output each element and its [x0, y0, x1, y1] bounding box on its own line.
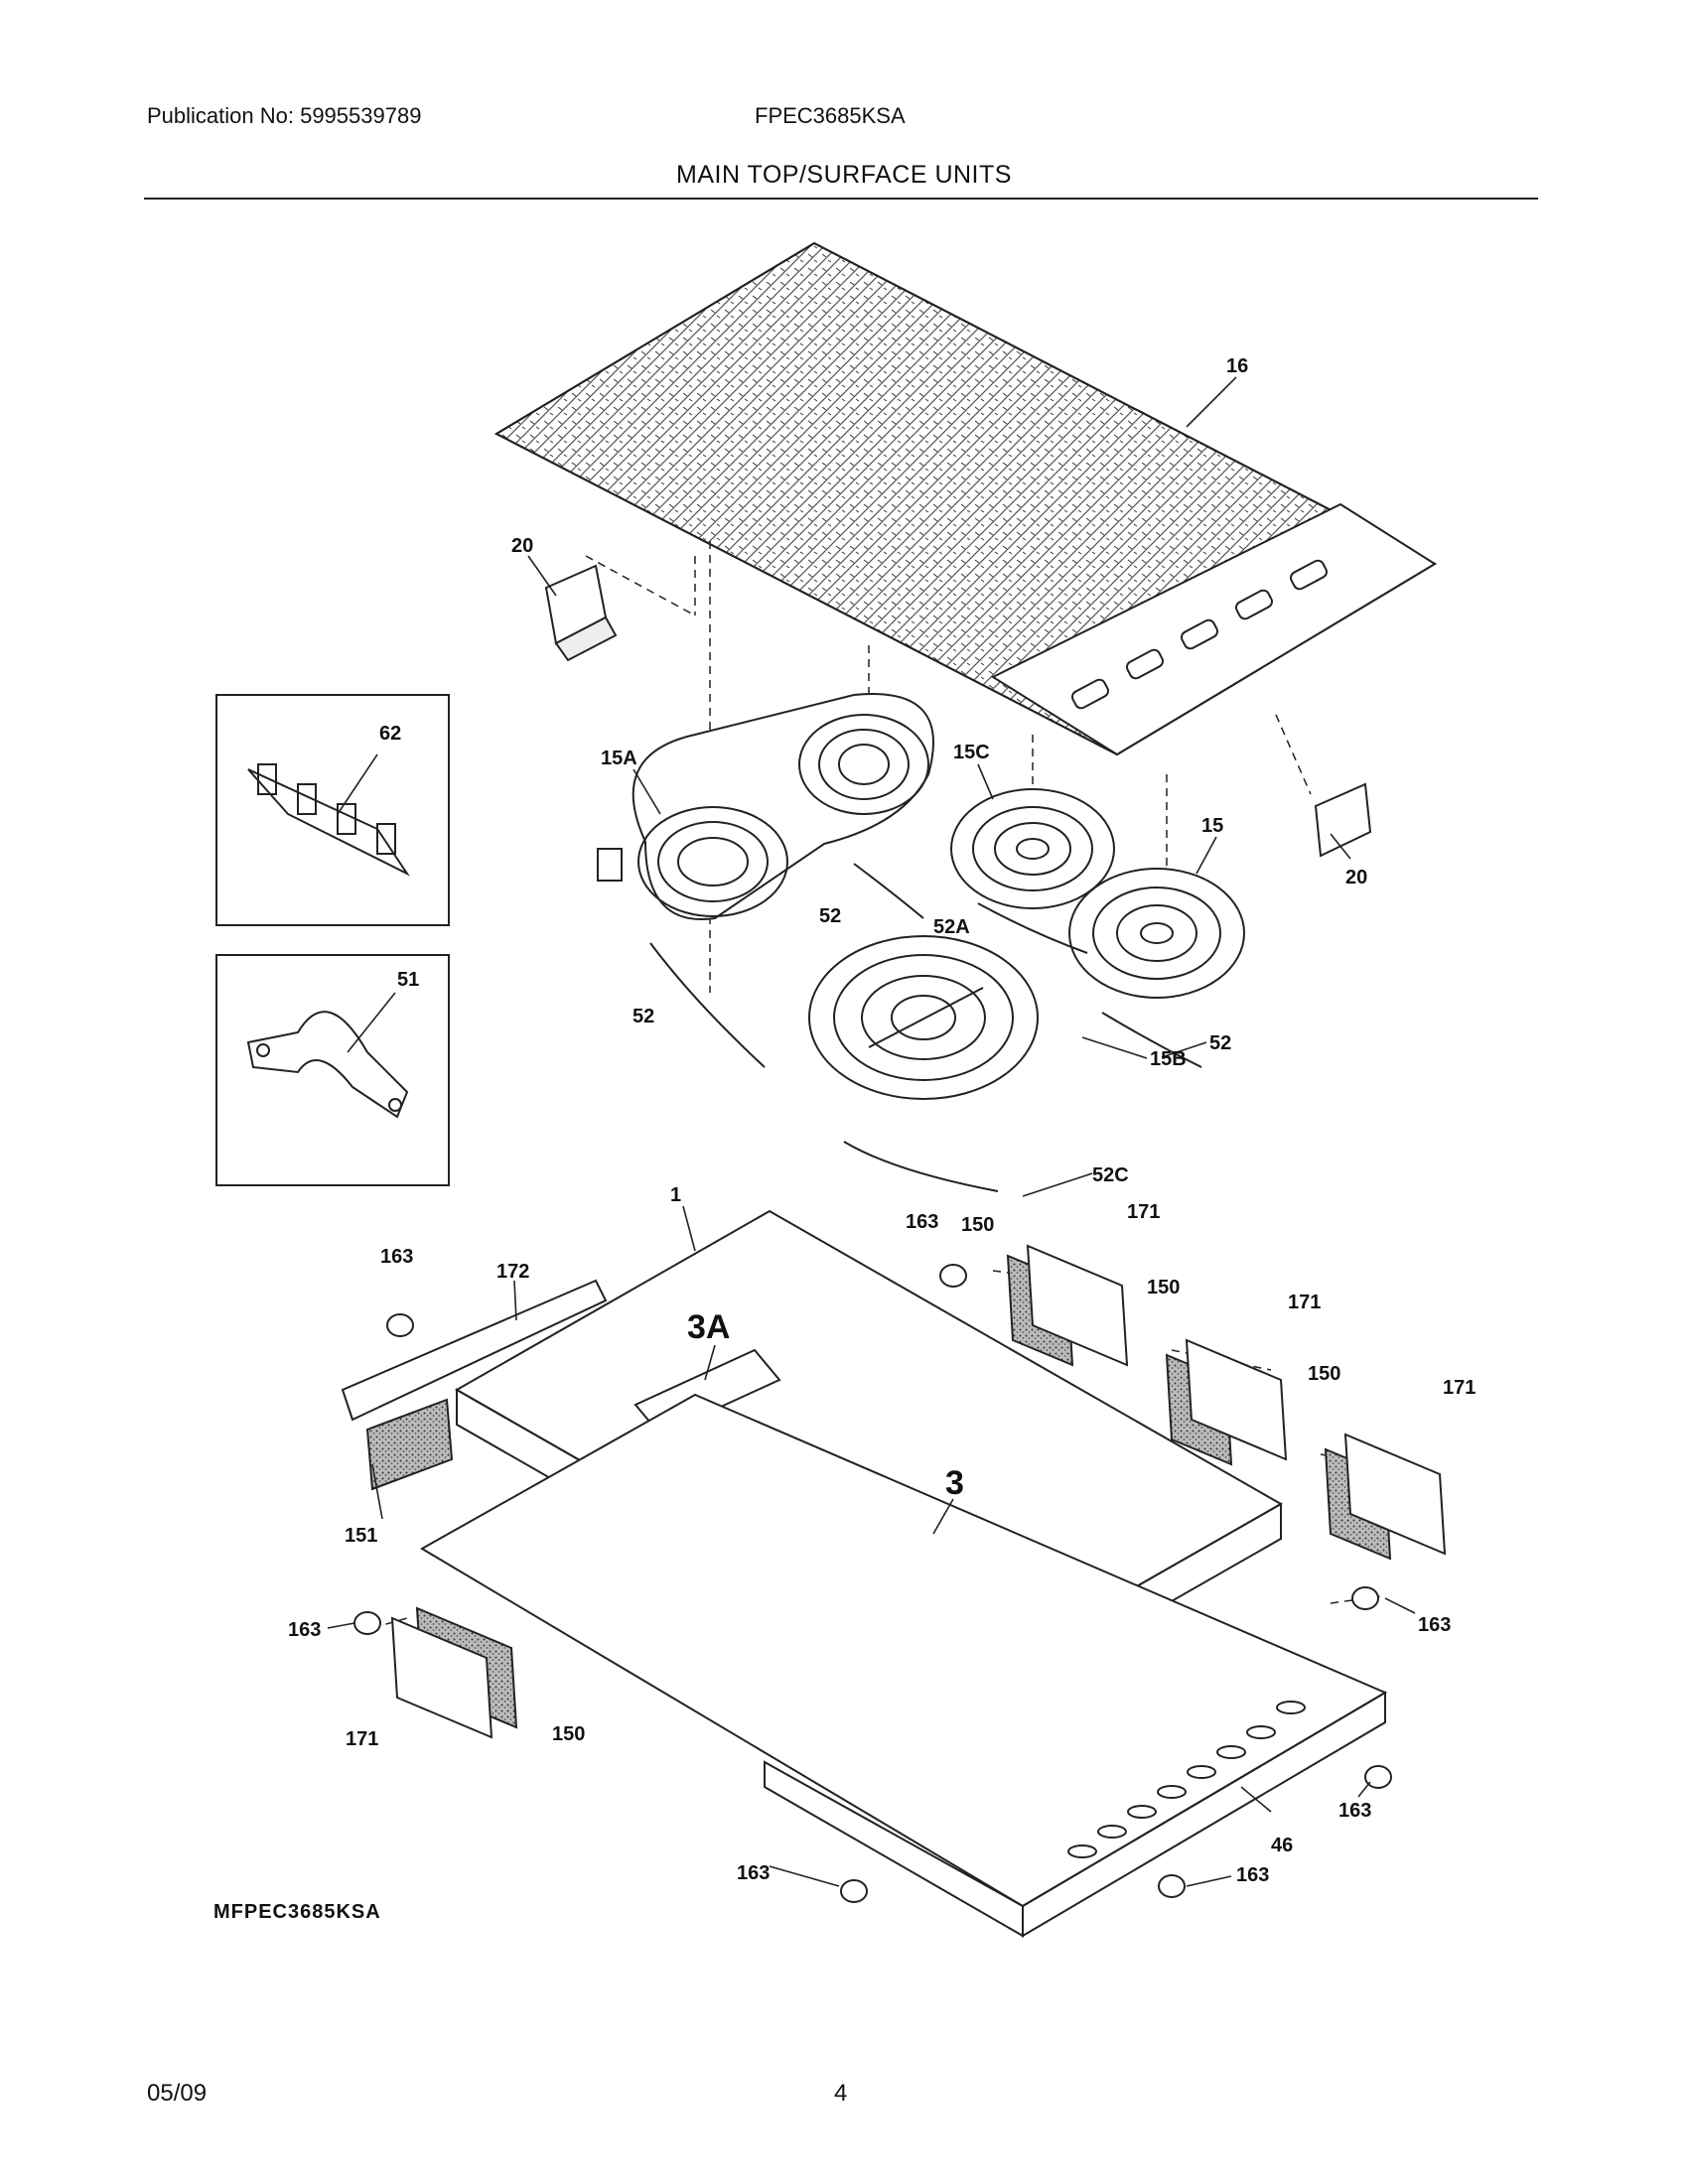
bottom-tray-part-46 — [420, 1393, 1388, 1938]
callout-163-d: 163 — [1418, 1614, 1451, 1636]
callout-51: 51 — [397, 969, 419, 991]
callout-171-c: 171 — [1443, 1377, 1476, 1399]
surface-element-part-15C — [950, 788, 1115, 909]
bracket-part-20-left — [544, 564, 618, 662]
callout-171-b: 171 — [1288, 1292, 1321, 1313]
strap-part-52C — [843, 1141, 999, 1192]
bracket-part-20-right — [1314, 782, 1372, 858]
model-number: FPEC3685KSA — [755, 103, 906, 128]
footer-date: 05/09 — [147, 2080, 208, 2107]
insulation-part-151 — [365, 1398, 454, 1491]
callout-62: 62 — [379, 723, 401, 745]
clamp-part-51 — [246, 1011, 409, 1119]
callout-52C: 52C — [1092, 1164, 1129, 1186]
callout-20-right: 20 — [1345, 867, 1367, 888]
cover-part-171-4 — [390, 1616, 493, 1739]
callout-leader-lines — [327, 376, 1416, 1887]
callout-151: 151 — [345, 1525, 377, 1547]
callout-46: 46 — [1271, 1835, 1293, 1856]
foot-part-163 — [353, 1264, 1392, 1903]
callout-3A: 3A — [687, 1308, 730, 1346]
callout-52-left: 52 — [633, 1006, 654, 1027]
cover-part-171-2 — [1185, 1338, 1288, 1461]
callout-3: 3 — [945, 1464, 964, 1502]
callout-52A: 52A — [933, 916, 970, 938]
strap-part-52-left — [649, 942, 766, 1068]
inset-box-terminal-block — [215, 694, 450, 926]
callout-15: 15 — [1201, 815, 1223, 837]
callout-1: 1 — [670, 1184, 681, 1206]
cover-part-171-1 — [1026, 1244, 1129, 1367]
callout-150-c: 150 — [1308, 1363, 1340, 1385]
callout-16: 16 — [1226, 355, 1248, 377]
publication-number: Publication No: 5995539789 — [147, 103, 422, 128]
section-title: MAIN TOP/SURFACE UNITS — [676, 161, 1012, 189]
callout-52-upper: 52 — [819, 905, 841, 927]
callout-150-a: 150 — [961, 1214, 994, 1236]
callout-163-c: 163 — [288, 1619, 321, 1641]
callout-163-a: 163 — [380, 1246, 413, 1268]
callout-20-left: 20 — [511, 535, 533, 557]
strap-part-52A — [977, 902, 1088, 954]
callout-15B: 15B — [1150, 1048, 1187, 1070]
inset-box-clamp — [215, 954, 450, 1186]
callout-150-d: 150 — [552, 1723, 585, 1745]
callout-15C: 15C — [953, 742, 990, 763]
callout-172: 172 — [496, 1261, 529, 1283]
drawing-identifier: MFPEC3685KSA — [213, 1901, 381, 1923]
callout-163-b: 163 — [906, 1211, 938, 1233]
surface-element-part-15B — [808, 935, 1039, 1100]
callout-52-right: 52 — [1209, 1032, 1231, 1054]
callout-163-f: 163 — [737, 1862, 770, 1884]
strap-part-52-right — [1101, 1012, 1202, 1068]
callout-150-b: 150 — [1147, 1277, 1180, 1298]
callout-163-e: 163 — [1338, 1800, 1371, 1822]
surface-element-part-15A — [597, 693, 934, 920]
strap-part-52-upper — [853, 863, 924, 919]
callout-15A: 15A — [601, 748, 637, 769]
callout-163-g: 163 — [1236, 1864, 1269, 1886]
callout-171-a: 171 — [1127, 1201, 1160, 1223]
terminal-block-part-62 — [247, 763, 410, 877]
header-rule — [144, 198, 1538, 200]
page-number: 4 — [834, 2080, 848, 2107]
glass-cooktop-part-16 — [493, 241, 1438, 756]
side-rail-part-172 — [341, 1279, 608, 1422]
surface-element-part-15 — [1068, 868, 1245, 999]
callout-171-d: 171 — [346, 1728, 378, 1750]
cover-part-171-3 — [1343, 1433, 1447, 1556]
